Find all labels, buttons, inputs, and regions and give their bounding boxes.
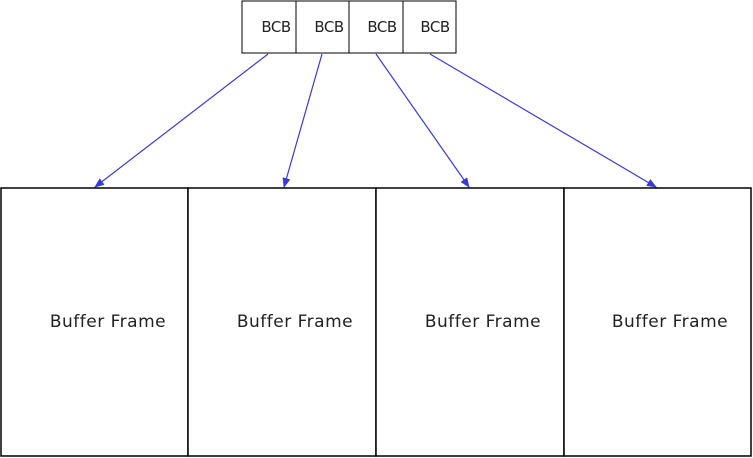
- bcb-row: BCB BCB BCB BCB: [241, 0, 457, 54]
- bcb-label: BCB: [314, 18, 344, 36]
- bcb-label: BCB: [367, 18, 397, 36]
- arrow-2: [282, 53, 323, 188]
- buffer-frame-row: Buffer Frame Buffer Frame Buffer Frame B…: [0, 187, 752, 457]
- arrow-3: [375, 53, 470, 188]
- buffer-frame-2: Buffer Frame: [187, 187, 377, 457]
- buffer-frame-label: Buffer Frame: [50, 312, 166, 332]
- buffer-frame-label: Buffer Frame: [612, 312, 728, 332]
- arrow-4: [429, 53, 657, 188]
- buffer-frame-1: Buffer Frame: [0, 187, 189, 457]
- bcb-label: BCB: [420, 18, 450, 36]
- bcb-box-1: BCB: [241, 0, 297, 54]
- bcb-box-3: BCB: [348, 0, 404, 54]
- buffer-frame-4: Buffer Frame: [563, 187, 752, 457]
- bcb-box-4: BCB: [402, 0, 457, 54]
- arrow-1: [94, 53, 269, 188]
- buffer-frame-3: Buffer Frame: [375, 187, 565, 457]
- buffer-frame-label: Buffer Frame: [425, 312, 541, 332]
- bcb-box-2: BCB: [295, 0, 350, 54]
- buffer-frame-label: Buffer Frame: [237, 312, 353, 332]
- bcb-label: BCB: [261, 18, 291, 36]
- pointer-arrows: [94, 53, 657, 188]
